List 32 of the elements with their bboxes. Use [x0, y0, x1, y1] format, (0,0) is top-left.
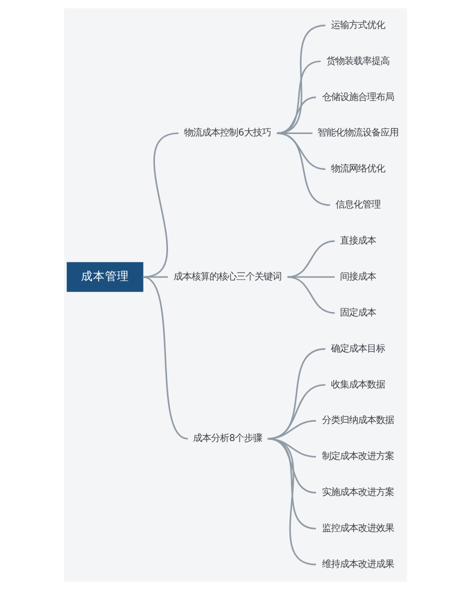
connector	[276, 96, 316, 134]
connector	[276, 24, 326, 134]
connector	[276, 132, 326, 170]
node-text: 运输方式优化	[331, 20, 386, 31]
node-text: 确定成本目标	[331, 343, 386, 354]
node-box: 成本管理	[66, 262, 144, 292]
node-text: 成本分析8个步骤	[193, 433, 262, 444]
node-text: 维持成本改进成果	[322, 558, 394, 570]
node-text: 信息化管理	[336, 200, 381, 211]
node-text: 成本核算的核心三个关键词	[174, 271, 282, 282]
connector	[276, 132, 330, 206]
node-text: 收集成本数据	[331, 379, 386, 390]
node-text: 物流网络优化	[331, 164, 386, 175]
node-text: 物流成本控制6大技巧	[184, 128, 272, 139]
node-text: 仓储设施合理布局	[322, 92, 394, 103]
connector	[142, 132, 179, 278]
node-text: 智能化物流设备应用	[318, 128, 399, 139]
node-text: 固定成本	[340, 307, 376, 318]
connector	[276, 60, 321, 134]
node-text: 实施成本改进方案	[322, 487, 394, 498]
connector	[142, 276, 168, 278]
node-text: 货物装载率提高	[326, 56, 390, 67]
connector	[287, 276, 335, 314]
node-text: 分类归纳成本数据	[322, 415, 394, 426]
connector	[267, 438, 316, 566]
node-text: 间接成本	[340, 271, 376, 282]
node-text: 制定成本改进方案	[322, 451, 394, 462]
node-text: 直接成本	[340, 236, 376, 247]
connector	[142, 276, 188, 440]
connector	[287, 240, 335, 278]
node-text: 监控成本改进效果	[322, 523, 394, 534]
connector	[287, 276, 335, 278]
